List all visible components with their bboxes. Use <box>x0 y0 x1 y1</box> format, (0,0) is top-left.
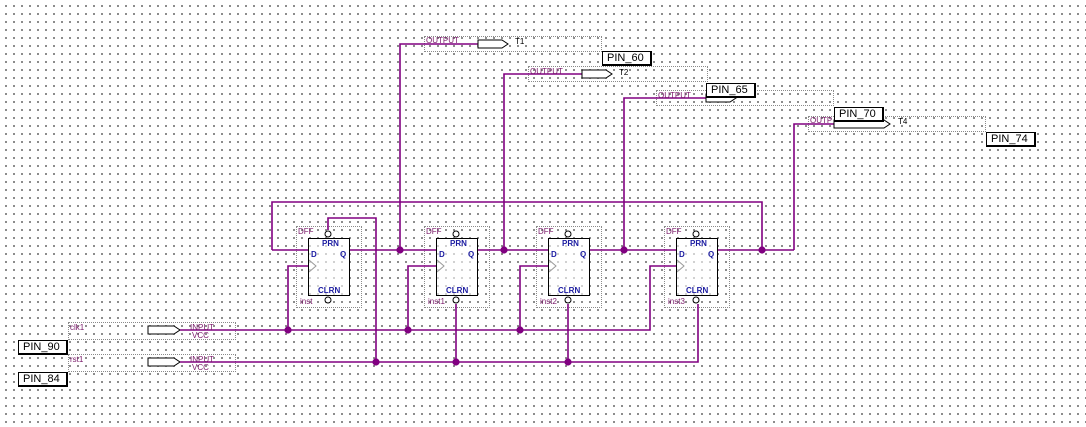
ff3-box[interactable] <box>676 238 718 296</box>
ff2-inst: inst2 <box>540 297 557 306</box>
ff0-clrn: CLRN <box>318 286 341 295</box>
out-wire-t1 <box>399 43 478 250</box>
ff2-clrn: CLRN <box>558 286 581 295</box>
ff3-frame <box>664 226 730 308</box>
out1-type: OUTPUT <box>530 67 563 76</box>
rst-wire <box>234 304 699 363</box>
junctions <box>284 246 766 366</box>
ff2-d: D <box>551 250 557 259</box>
out-wire-t3 <box>623 97 706 250</box>
ff0-type: DFF <box>298 227 314 236</box>
ff0-d: D <box>311 250 317 259</box>
pin-rst1[interactable]: PIN_84 <box>18 372 68 387</box>
ff1-inst: inst1 <box>428 297 445 306</box>
pin-clk1[interactable]: PIN_90 <box>18 340 68 355</box>
rst-wire-ff0 <box>327 217 377 362</box>
clk-wire-ff2 <box>519 265 548 330</box>
clk-name: clk1 <box>70 323 85 332</box>
ff1-d: D <box>439 250 445 259</box>
pin-t3[interactable]: PIN_70 <box>834 107 884 122</box>
ff0-frame <box>296 226 362 308</box>
pin-t2[interactable]: PIN_65 <box>706 83 756 98</box>
ff1-type: DFF <box>426 227 442 236</box>
rst-default: VCC <box>192 363 209 372</box>
ff2-frame <box>536 226 602 308</box>
out0-name: T1 <box>515 37 525 46</box>
feedback-wire <box>271 201 763 250</box>
ff1-frame <box>424 226 490 308</box>
rst-name: rst1 <box>70 355 84 364</box>
port-symbols <box>147 39 891 367</box>
ff2-box[interactable] <box>548 238 590 296</box>
ff0-box[interactable] <box>308 238 350 296</box>
out0-type: OUTPUT <box>426 36 459 45</box>
out-wire-t2 <box>503 73 582 250</box>
clk-default: VCC <box>192 331 209 340</box>
clk-type: INPUT <box>190 323 214 332</box>
out-wire-t4 <box>793 123 834 250</box>
ff2-type: DFF <box>538 227 554 236</box>
ff1-prn: PRN <box>450 239 467 248</box>
ff0-inst: inst <box>300 297 313 306</box>
ff1-clrn: CLRN <box>446 286 469 295</box>
ff1-box[interactable] <box>436 238 478 296</box>
rst-input-frame <box>68 354 236 372</box>
wire-group <box>234 43 834 363</box>
pin-t4[interactable]: PIN_74 <box>986 132 1036 147</box>
ff3-clrn: CLRN <box>686 286 709 295</box>
ff3-prn: PRN <box>690 239 707 248</box>
clk-input-frame <box>68 322 236 340</box>
ff0-prn: PRN <box>322 239 339 248</box>
clk-wire <box>234 265 676 331</box>
ff0-q: Q <box>340 250 347 259</box>
clk-wire-ff0 <box>287 265 308 330</box>
ff3-d: D <box>679 250 685 259</box>
ff2-prn: PRN <box>562 239 579 248</box>
ff3-q: Q <box>708 250 715 259</box>
ff2-q: Q <box>580 250 587 259</box>
clk-wire-ff1 <box>407 265 436 330</box>
ff1-q: Q <box>468 250 475 259</box>
out3-type: OUTP <box>810 116 833 125</box>
ff3-inst: inst3 <box>668 297 685 306</box>
out1-name: T2 <box>619 68 629 77</box>
ff3-type: DFF <box>666 227 682 236</box>
rst-type: INPUT <box>190 355 214 364</box>
pin-t1[interactable]: PIN_60 <box>602 51 652 66</box>
out2-type: OUTPUT <box>658 91 691 100</box>
out3-name: T4 <box>898 117 908 126</box>
